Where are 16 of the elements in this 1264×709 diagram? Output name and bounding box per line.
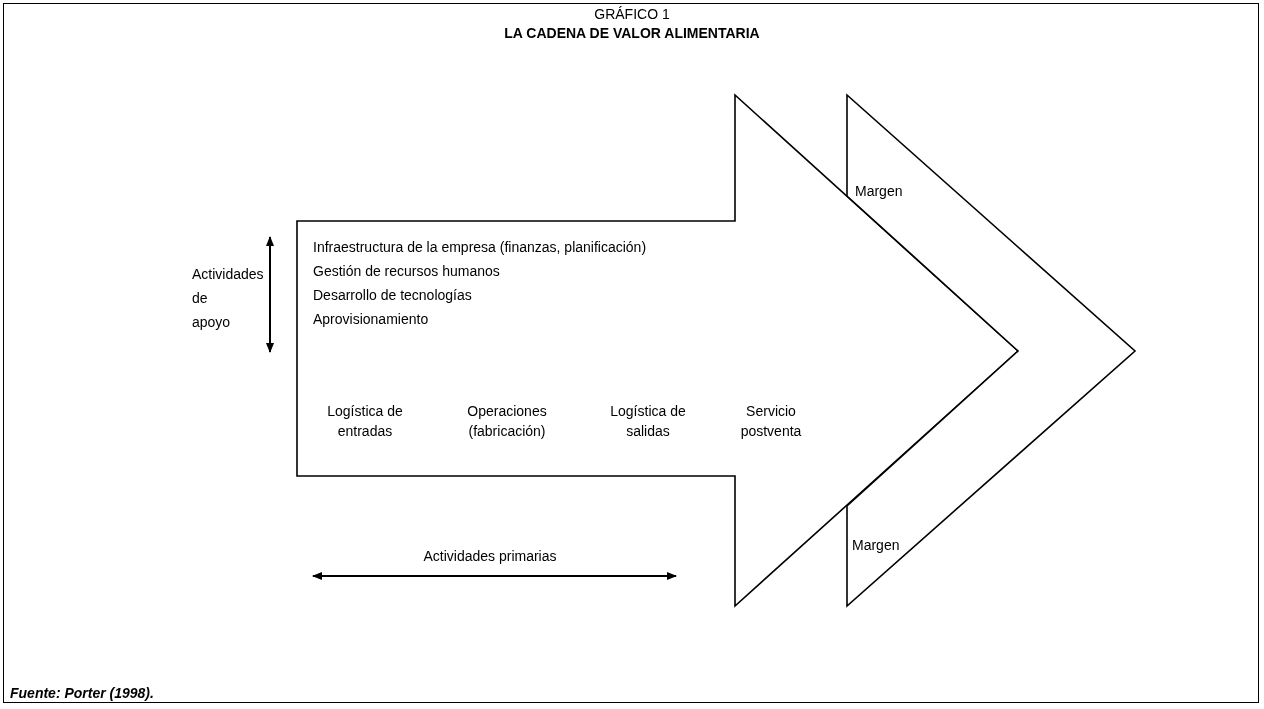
figure-number: GRÁFICO 1 — [593, 5, 671, 24]
source-note: Fuente: Porter (1998). — [10, 684, 154, 703]
title: LA CADENA DE VALOR ALIMENTARIA — [503, 24, 761, 43]
section-label: Actividades de apoyo — [192, 265, 264, 332]
support-activity: Aprovisionamiento — [313, 310, 429, 329]
margin-label: Margen — [855, 182, 903, 201]
support-activity: Gestión de recursos humanos — [313, 262, 500, 281]
primary-activity: Logística de entradas — [326, 402, 404, 441]
support-activity: Desarrollo de tecnologías — [313, 286, 472, 305]
margin-label: Margen — [852, 536, 900, 555]
primary-activity: Logística de salidas — [609, 402, 687, 441]
primary-activity: Servicio postventa — [739, 402, 803, 441]
section-label: Actividades primarias — [422, 547, 558, 566]
primary-activity: Operaciones (fabricación) — [466, 402, 548, 441]
margin-chevron — [847, 95, 1135, 606]
support-activity: Infraestructura de la empresa (finanzas, planificación) — [313, 238, 647, 257]
